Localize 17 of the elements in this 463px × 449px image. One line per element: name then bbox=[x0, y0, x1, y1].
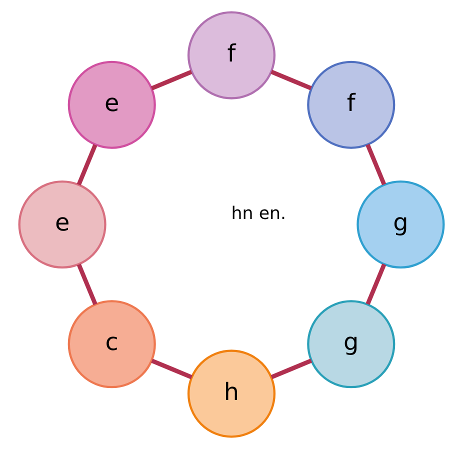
connector bbox=[270, 70, 312, 90]
node-circle: f bbox=[307, 60, 396, 149]
node-circle: h bbox=[187, 350, 276, 438]
connector bbox=[366, 144, 386, 186]
node-circle: f bbox=[187, 11, 276, 100]
connector bbox=[76, 264, 98, 306]
node-circle: c bbox=[68, 300, 156, 388]
connector bbox=[150, 70, 192, 90]
label: hn en. bbox=[231, 204, 286, 224]
connector bbox=[76, 144, 98, 186]
node-circle: g bbox=[307, 300, 396, 388]
connector bbox=[366, 264, 386, 305]
node-circle: e bbox=[18, 180, 106, 269]
connector bbox=[270, 358, 312, 380]
node-circle: e bbox=[68, 60, 156, 149]
connector bbox=[151, 358, 192, 380]
node-circle: g bbox=[356, 180, 445, 269]
